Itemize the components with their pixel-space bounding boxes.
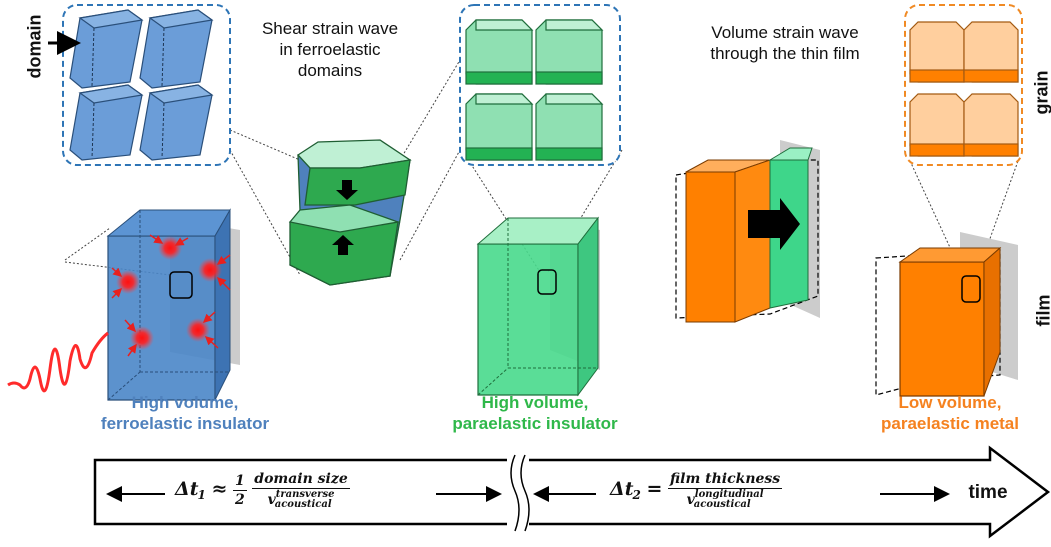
- timeline-arrow: [93, 445, 1051, 539]
- wavefront-arrow: [748, 198, 800, 250]
- film-orange: [875, 232, 1018, 397]
- shear-crystal: [288, 139, 412, 286]
- time-label: time: [968, 482, 1008, 503]
- film-green: [476, 216, 600, 397]
- state-caption-orange: Low volume, paraelastic metal: [881, 393, 1019, 433]
- domain-label: domain: [24, 14, 45, 79]
- state-caption-blue: High volume, ferroelastic insulator: [100, 393, 270, 433]
- film-label: film: [1033, 294, 1051, 327]
- domain-inset-blue: [62, 4, 231, 166]
- grain-inset-orange: [904, 4, 1023, 166]
- domain-inset-green: [459, 4, 621, 166]
- film-transition: [675, 140, 820, 323]
- state-caption-green: High volume, paraelastic insulator: [452, 393, 618, 433]
- film-blue: [7, 208, 240, 401]
- volume-wave-note: Volume strain wave through the thin film: [710, 23, 860, 63]
- laser-pulse-wave: [7, 331, 109, 393]
- grain-label: grain: [1031, 70, 1051, 115]
- shear-wave-note: Shear strain wave in ferroelastic domain…: [261, 19, 399, 80]
